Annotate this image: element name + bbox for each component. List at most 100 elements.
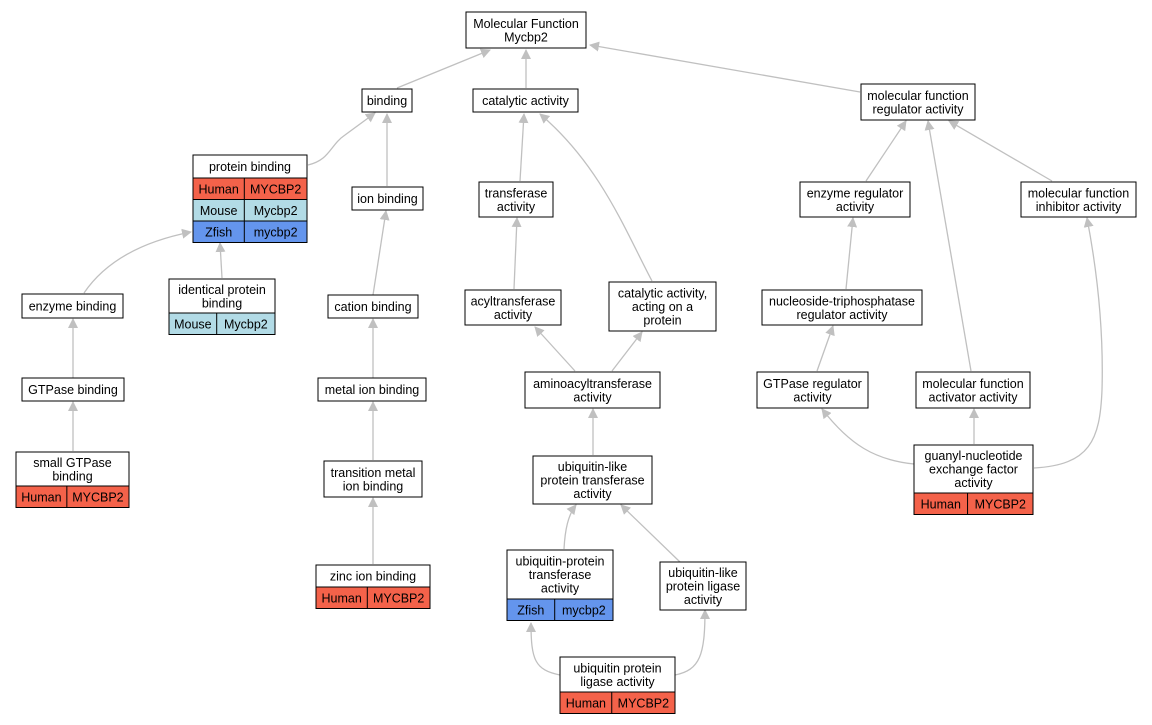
gene-symbol: MYCBP2: [618, 696, 669, 710]
node-box: [464, 289, 562, 326]
node-label-line: ligase activity: [580, 675, 655, 689]
node-label-line: activity: [954, 476, 993, 490]
node-label-line: identical protein: [178, 283, 266, 297]
species-row: [192, 220, 308, 243]
node-label-line: activity: [684, 593, 723, 607]
node-box: [915, 371, 1031, 409]
species-row: [168, 312, 276, 335]
node-label-line: metal ion binding: [325, 383, 420, 397]
node-label-line: ubiquitin protein: [573, 661, 661, 675]
node-box: [1020, 181, 1137, 218]
edge-mfinhib-to-mfreg: [948, 120, 1053, 182]
node-label-line: activity: [573, 487, 612, 501]
node-label-line: transferase: [485, 186, 548, 200]
node-box: [361, 88, 413, 113]
node-box: [327, 294, 419, 319]
edge-guanyl-to-mfinhib: [1033, 217, 1103, 469]
node-box: [608, 281, 717, 332]
node-binding[interactable]: binding: [361, 88, 413, 113]
node-box: [559, 656, 676, 693]
species-name: Human: [322, 591, 362, 605]
node-label-line: activity: [573, 390, 612, 404]
node-label-line: molecular function: [1028, 186, 1129, 200]
gene-symbol: Mycbp2: [254, 204, 298, 218]
node-label-line: binding: [52, 469, 92, 483]
gene-symbol: mycbp2: [254, 225, 298, 239]
node-label-line: small GTPase: [33, 456, 112, 470]
node-box: [15, 451, 130, 487]
edge-mfreg-to-mf: [589, 41, 861, 93]
node-label-line: enzyme regulator: [807, 186, 904, 200]
edge-enzbind-to-protbind: [83, 228, 192, 294]
node-label-line: guanyl-nucleotide: [925, 449, 1023, 463]
node-label-line: protein transferase: [540, 474, 644, 488]
gene-symbol: mycbp2: [562, 603, 606, 617]
node-label-line: ubiquitin-like: [558, 460, 628, 474]
node-ubprot[interactable]: ubiquitin-proteintransferaseactivityZfis…: [506, 549, 614, 621]
species-row: [506, 598, 614, 621]
species-row: [913, 492, 1034, 515]
node-box: [465, 11, 587, 49]
node-label-line: activity: [497, 200, 536, 214]
node-catalytic[interactable]: catalytic activity: [472, 88, 579, 113]
node-label-line: GTPase binding: [28, 383, 118, 397]
edge-aminoacyl-to-acyltrans: [534, 326, 576, 372]
node-box: [168, 278, 276, 314]
node-label-line: protein: [643, 314, 681, 328]
edge-transferase-to-catalytic: [518, 113, 529, 182]
species-row: [315, 586, 431, 609]
node-label-line: molecular function: [922, 377, 1023, 391]
node-label-line: inhibitor activity: [1036, 200, 1122, 214]
edge-guanyl-to-gtpreg: [821, 408, 915, 465]
node-ionbind[interactable]: ion binding: [351, 186, 424, 211]
node-box: [799, 181, 911, 218]
node-label-line: Mycbp2: [504, 30, 548, 44]
node-gtpbind[interactable]: GTPase binding: [21, 377, 125, 402]
gene-symbol: MYCBP2: [373, 591, 424, 605]
node-label-line: binding: [367, 94, 407, 108]
gene-symbol: MYCBP2: [975, 497, 1026, 511]
node-label-line: activity: [793, 390, 832, 404]
species-row: [15, 485, 130, 508]
node-enzbind[interactable]: enzyme binding: [21, 293, 124, 319]
node-label-line: transferase: [529, 568, 592, 582]
edge-enzreg-to-mfreg: [865, 120, 907, 182]
species-name: Mouse: [174, 317, 212, 331]
node-box: [524, 371, 661, 409]
edge-ubligase-to-ublike: [620, 504, 681, 563]
edge-protbind-to-binding: [307, 112, 376, 166]
node-box: [351, 186, 424, 211]
node-label-line: cation binding: [334, 300, 411, 314]
node-box: [323, 460, 423, 498]
node-cationbind[interactable]: cation binding: [327, 294, 419, 319]
species-row: [559, 691, 676, 714]
node-box: [860, 83, 976, 121]
node-metalion[interactable]: metal ion binding: [317, 377, 427, 402]
edge-mfact-to-mfreg: [924, 120, 972, 372]
edge-ubprotlig-to-ubligase: [674, 609, 710, 676]
gene-symbol: MYCBP2: [250, 182, 301, 196]
edge-ubprot-to-ublike: [563, 504, 577, 550]
edges: [68, 41, 1103, 676]
node-label-line: acyltransferase: [471, 294, 556, 308]
